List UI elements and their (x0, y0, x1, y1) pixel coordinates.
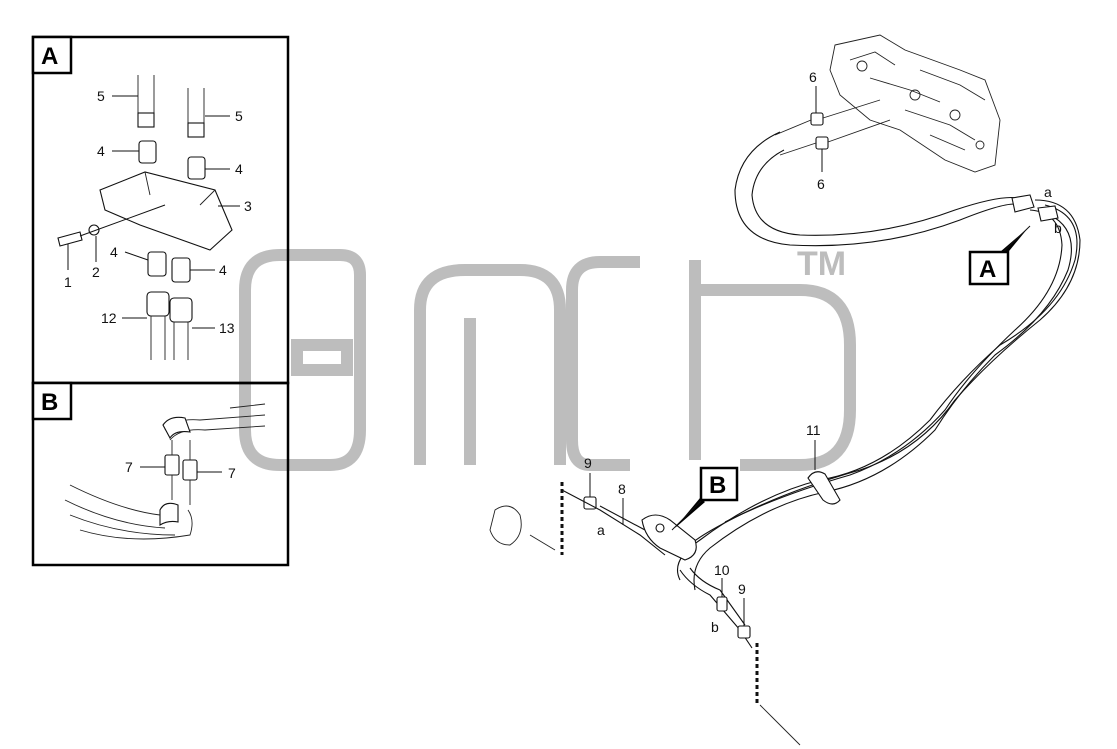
part-label-4d: 4 (219, 262, 227, 278)
port-label-a-bottom: a (597, 522, 605, 538)
part-label-5b: 5 (235, 108, 243, 124)
part-label-4c: 4 (110, 244, 118, 260)
part-label-5a: 5 (97, 88, 105, 104)
part-label-10: 10 (714, 562, 730, 578)
lower-fittings: 9 8 a B 10 b 9 (489, 455, 801, 746)
part-label-2: 2 (92, 264, 100, 280)
detail-b-label: B (41, 389, 58, 416)
part-label-6a: 6 (809, 69, 817, 85)
port-label-b-top: b (1054, 220, 1062, 236)
port-label-b-bottom: b (711, 619, 719, 635)
part-label-4b: 4 (235, 161, 243, 177)
clamp-11: 11 (806, 422, 841, 505)
detail-a-label: A (41, 43, 58, 70)
part-label-3: 3 (244, 198, 252, 214)
part-label-8: 8 (618, 481, 626, 497)
fittings-6: 6 6 (774, 69, 891, 192)
watermark-logo: TM (239, 245, 856, 471)
part-label-12: 12 (101, 310, 117, 326)
detail-b-panel: B 7 7 (31, 381, 290, 567)
part-label-13: 13 (219, 320, 235, 336)
watermark-tm: TM (797, 245, 846, 283)
part-label-7b: 7 (228, 465, 236, 481)
part-label-11: 11 (806, 422, 821, 438)
part-label-4a: 4 (97, 143, 105, 159)
part-label-9b: 9 (738, 581, 746, 597)
hose-bundle: a b (676, 131, 1081, 591)
control-valve (829, 34, 1001, 173)
port-label-a-top: a (1044, 184, 1052, 200)
detail-a-panel: A 5 5 4 4 (31, 35, 290, 385)
part-label-7a: 7 (125, 459, 133, 475)
callout-a: A (968, 225, 1031, 286)
callout-a-label: A (979, 256, 996, 283)
part-label-6b: 6 (817, 176, 825, 192)
callout-b-label: B (709, 472, 726, 499)
part-label-9a: 9 (584, 455, 592, 471)
part-label-1: 1 (64, 274, 72, 290)
